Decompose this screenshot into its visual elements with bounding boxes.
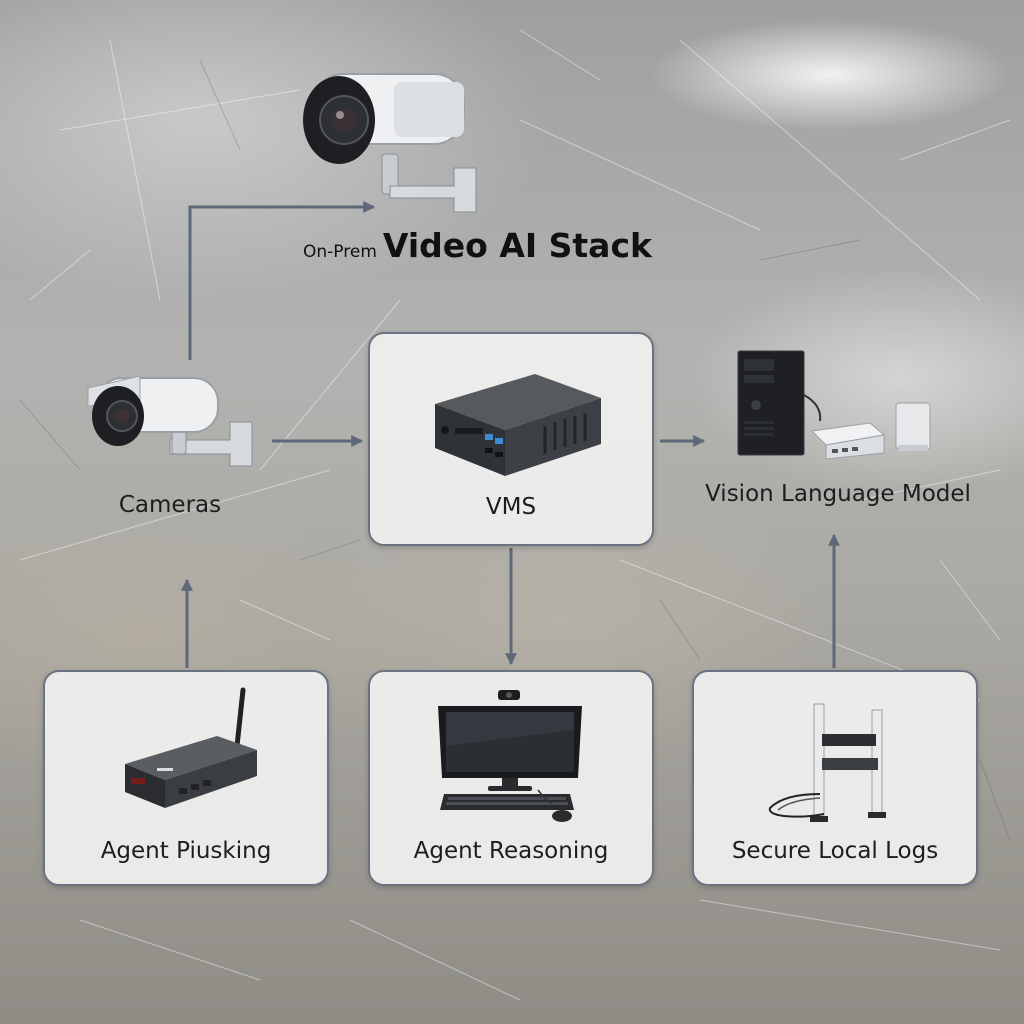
wireless-gateway-icon bbox=[125, 687, 257, 808]
security-camera-icon bbox=[303, 73, 477, 213]
desktop-computer-icon bbox=[438, 690, 582, 822]
diagram-title: On-Prem Video AI Stack bbox=[303, 226, 652, 265]
secure-local-logs-label: Secure Local Logs bbox=[731, 838, 939, 864]
node-vision-language-model: Vision Language Model bbox=[700, 345, 976, 525]
node-agent-reasoning: Agent Reasoning bbox=[368, 670, 654, 886]
security-camera-icon bbox=[87, 375, 253, 467]
log-rack-icon bbox=[768, 703, 886, 822]
node-secure-local-logs: Secure Local Logs bbox=[692, 670, 978, 886]
title-prefix: On-Prem bbox=[303, 242, 377, 262]
node-vms: VMS bbox=[368, 332, 654, 546]
agent-piusking-label: Agent Piusking bbox=[100, 838, 272, 864]
agent-reasoning-label: Agent Reasoning bbox=[413, 838, 609, 864]
title-main: Video AI Stack bbox=[382, 226, 652, 265]
vms-label: VMS bbox=[485, 494, 537, 520]
node-agent-piusking: Agent Piusking bbox=[43, 670, 329, 886]
vms-appliance-icon bbox=[435, 374, 601, 476]
node-cameras: Cameras bbox=[70, 360, 270, 530]
server-tower-icon bbox=[737, 350, 931, 460]
vlm-label: Vision Language Model bbox=[705, 481, 971, 507]
cameras-label: Cameras bbox=[118, 492, 222, 518]
